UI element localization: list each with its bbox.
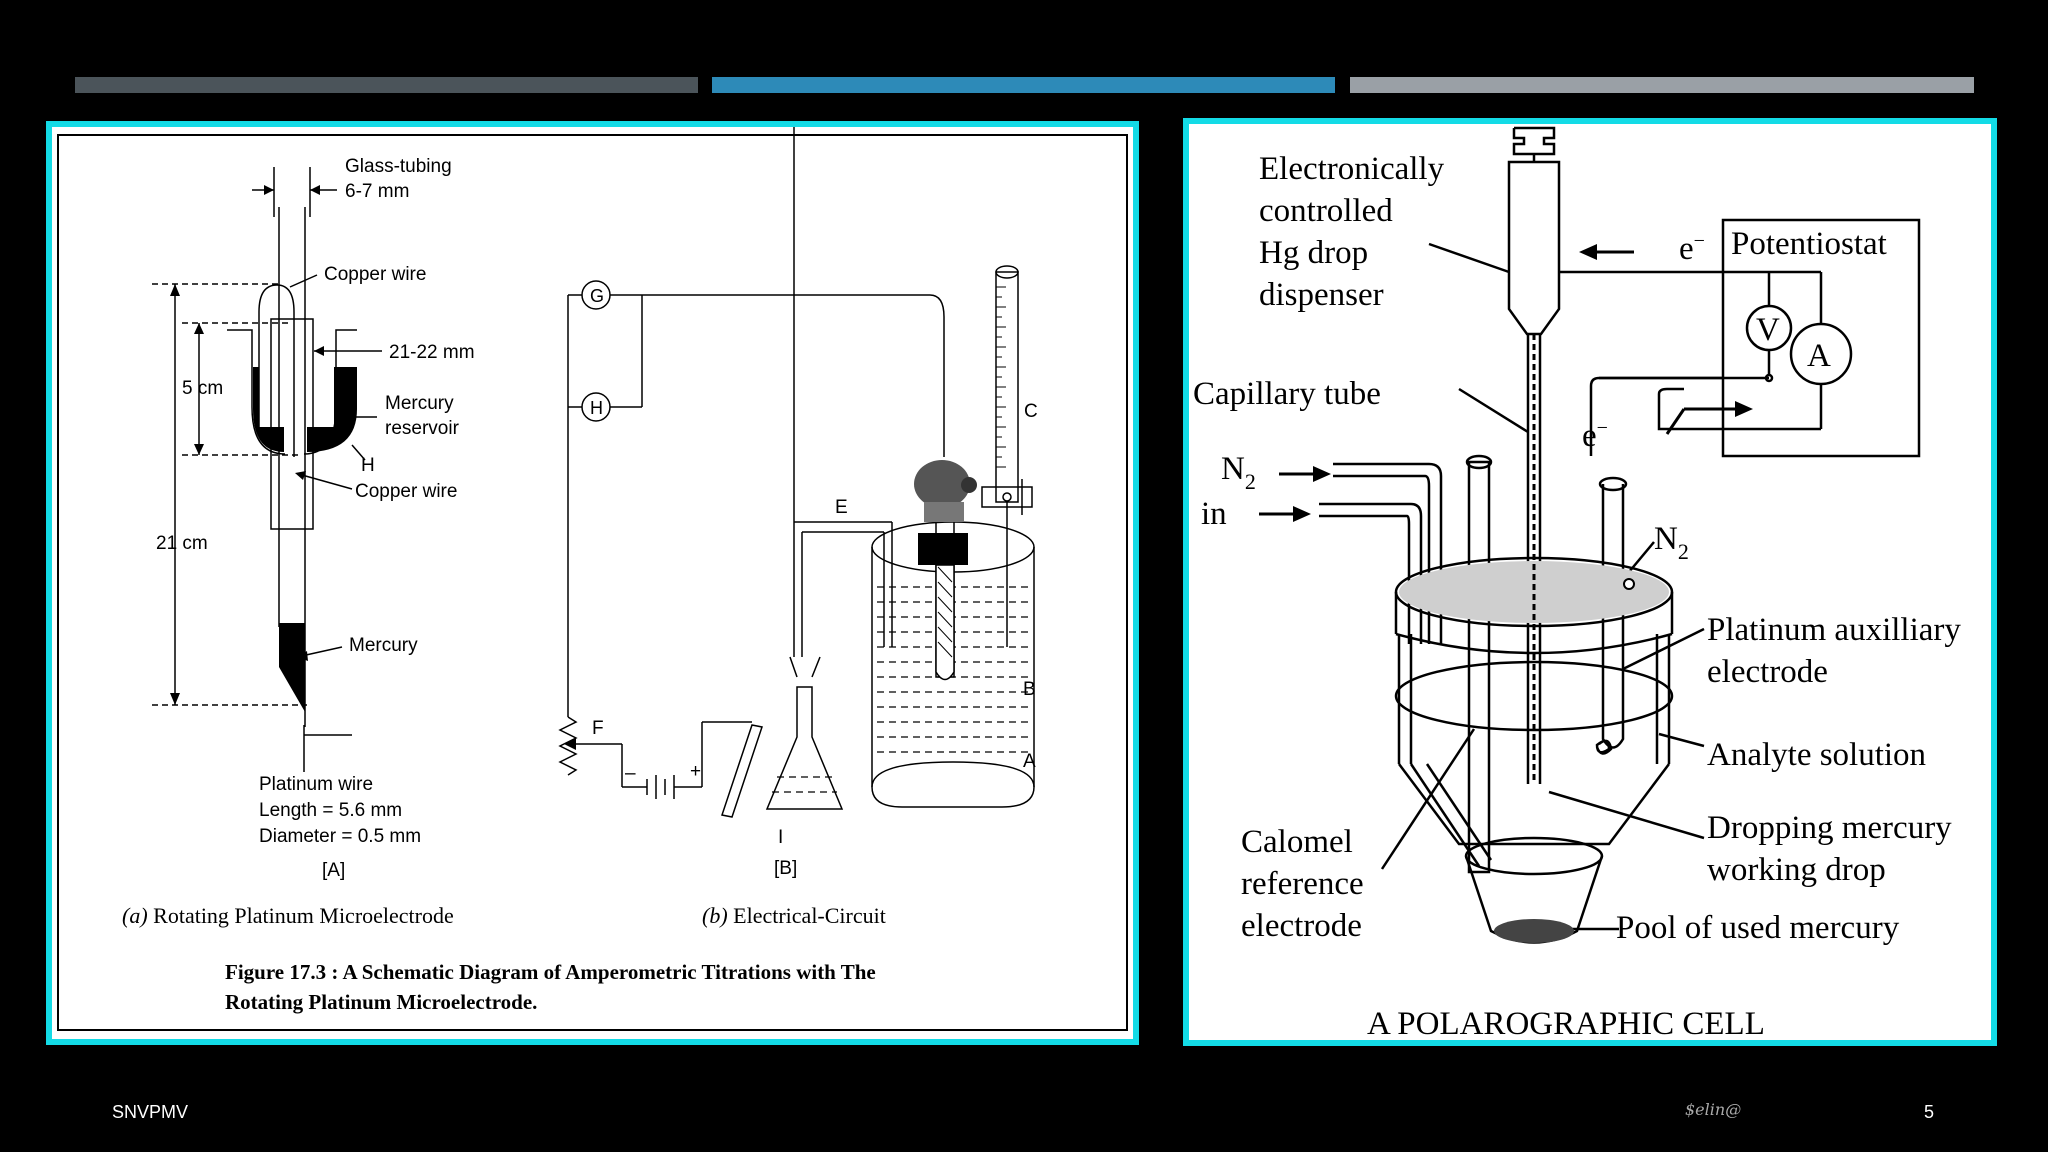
calomel-label-2: reference <box>1241 866 1364 902</box>
n2-in-label: N2 <box>1221 451 1256 494</box>
caption-b: (b) Electrical-Circuit <box>702 903 886 928</box>
pool-mercury-label: Pool of used mercury <box>1616 910 1900 946</box>
glass-tubing-dimension: 6-7 mm <box>345 181 409 202</box>
caption-a-letter: (a) <box>122 903 148 928</box>
left-figure-inner-frame <box>57 134 1128 1031</box>
battery-plus: + <box>690 761 701 782</box>
platinum-length-label: Length = 5.6 mm <box>259 800 402 821</box>
ammeter-label: A <box>1807 338 1831 374</box>
figure-caption-line-2: Rotating Platinum Microelectrode. <box>225 990 537 1014</box>
platinum-auxiliary-label-1: Platinum auxilliary <box>1707 612 1961 648</box>
calomel-label-1: Calomel <box>1241 824 1353 860</box>
electron-mid-label: e− <box>1582 417 1608 454</box>
n2-right-label: N2 <box>1654 521 1689 564</box>
resistor-f-label: F <box>592 718 604 739</box>
caption-b-text: Electrical-Circuit <box>728 903 886 928</box>
dropping-mercury-label-2: working drop <box>1707 852 1886 888</box>
beaker-b-label: B <box>1023 679 1036 700</box>
polarographic-cell-title: A POLAROGRAPHIC CELL <box>1367 1006 1765 1040</box>
figure-a-label: [A] <box>322 860 345 881</box>
footer-signature: $elin@ <box>1685 1100 1742 1119</box>
amperometric-diagram: Glass-tubing 6-7 mm Copper wire 21-22 mm… <box>122 127 1038 1014</box>
dimension-21cm: 21 cm <box>156 533 208 554</box>
n2-right-n: N <box>1654 521 1678 557</box>
figure-b-label: [B] <box>774 858 797 879</box>
label-h: H <box>361 455 375 476</box>
dimension-21-22mm: 21-22 mm <box>389 342 475 363</box>
dropping-mercury-label-1: Dropping mercury <box>1707 810 1952 846</box>
dispenser-label-4: dispenser <box>1259 277 1384 313</box>
header-bar-2 <box>712 77 1335 93</box>
footer-left-text: SNVPMV <box>112 1102 189 1122</box>
dimension-5cm: 5 cm <box>182 378 223 399</box>
copper-wire-top-label: Copper wire <box>324 264 426 285</box>
footer-page-number: 5 <box>1924 1102 1935 1122</box>
mercury-reservoir-label-2: reservoir <box>385 418 460 439</box>
electron-mid-sup: − <box>1597 417 1608 439</box>
n2-right-sub: 2 <box>1678 539 1689 564</box>
header-bar-1 <box>75 77 698 93</box>
copper-wire-bottom-label: Copper wire <box>355 481 457 502</box>
caption-a-text: Rotating Platinum Microelectrode <box>148 903 454 928</box>
circuit-g-label: G <box>590 286 604 306</box>
header-bar-3 <box>1350 77 1974 93</box>
n2-in-n: N <box>1221 451 1245 487</box>
figure-caption-line-1: Figure 17.3 : A Schematic Diagram of Amp… <box>225 960 876 984</box>
caption-a: (a) Rotating Platinum Microelectrode <box>122 903 454 928</box>
mercury-label: Mercury <box>349 635 418 656</box>
tube-e-label: E <box>835 497 848 518</box>
platinum-auxiliary-label-2: electrode <box>1707 654 1828 690</box>
electron-top-label: e− <box>1679 230 1705 267</box>
n2-in-word: in <box>1201 496 1227 532</box>
glass-tubing-label: Glass-tubing <box>345 156 452 177</box>
platinum-wire-label: Platinum wire <box>259 774 373 795</box>
burette-c-label: C <box>1024 401 1038 422</box>
potentiostat-label: Potentiostat <box>1731 226 1887 262</box>
dispenser-label-2: controlled <box>1259 193 1393 229</box>
mercury-reservoir-label-1: Mercury <box>385 393 454 414</box>
flask-i-label: I <box>778 827 783 848</box>
polarographic-cell-diagram: Electronically controlled Hg drop dispen… <box>1193 126 1961 1040</box>
caption-b-letter: (b) <box>702 903 728 928</box>
beaker-a-label: A <box>1023 751 1036 772</box>
analyte-solution-label: Analyte solution <box>1707 737 1926 773</box>
voltmeter-label: V <box>1756 312 1780 348</box>
dispenser-label-3: Hg drop <box>1259 235 1368 271</box>
right-figure-panel: Electronically controlled Hg drop dispen… <box>1183 118 1997 1046</box>
circuit-h-label: H <box>590 398 603 418</box>
electron-top-sup: − <box>1694 230 1705 252</box>
battery-minus: – <box>625 763 636 784</box>
electron-mid-e: e <box>1582 418 1597 454</box>
platinum-diameter-label: Diameter = 0.5 mm <box>259 826 421 847</box>
n2-in-sub: 2 <box>1245 469 1256 494</box>
left-figure-panel: Glass-tubing 6-7 mm Copper wire 21-22 mm… <box>46 121 1139 1045</box>
calomel-label-3: electrode <box>1241 908 1362 944</box>
electron-top-e: e <box>1679 231 1694 267</box>
capillary-tube-label: Capillary tube <box>1193 376 1381 412</box>
dispenser-label-1: Electronically <box>1259 151 1445 187</box>
